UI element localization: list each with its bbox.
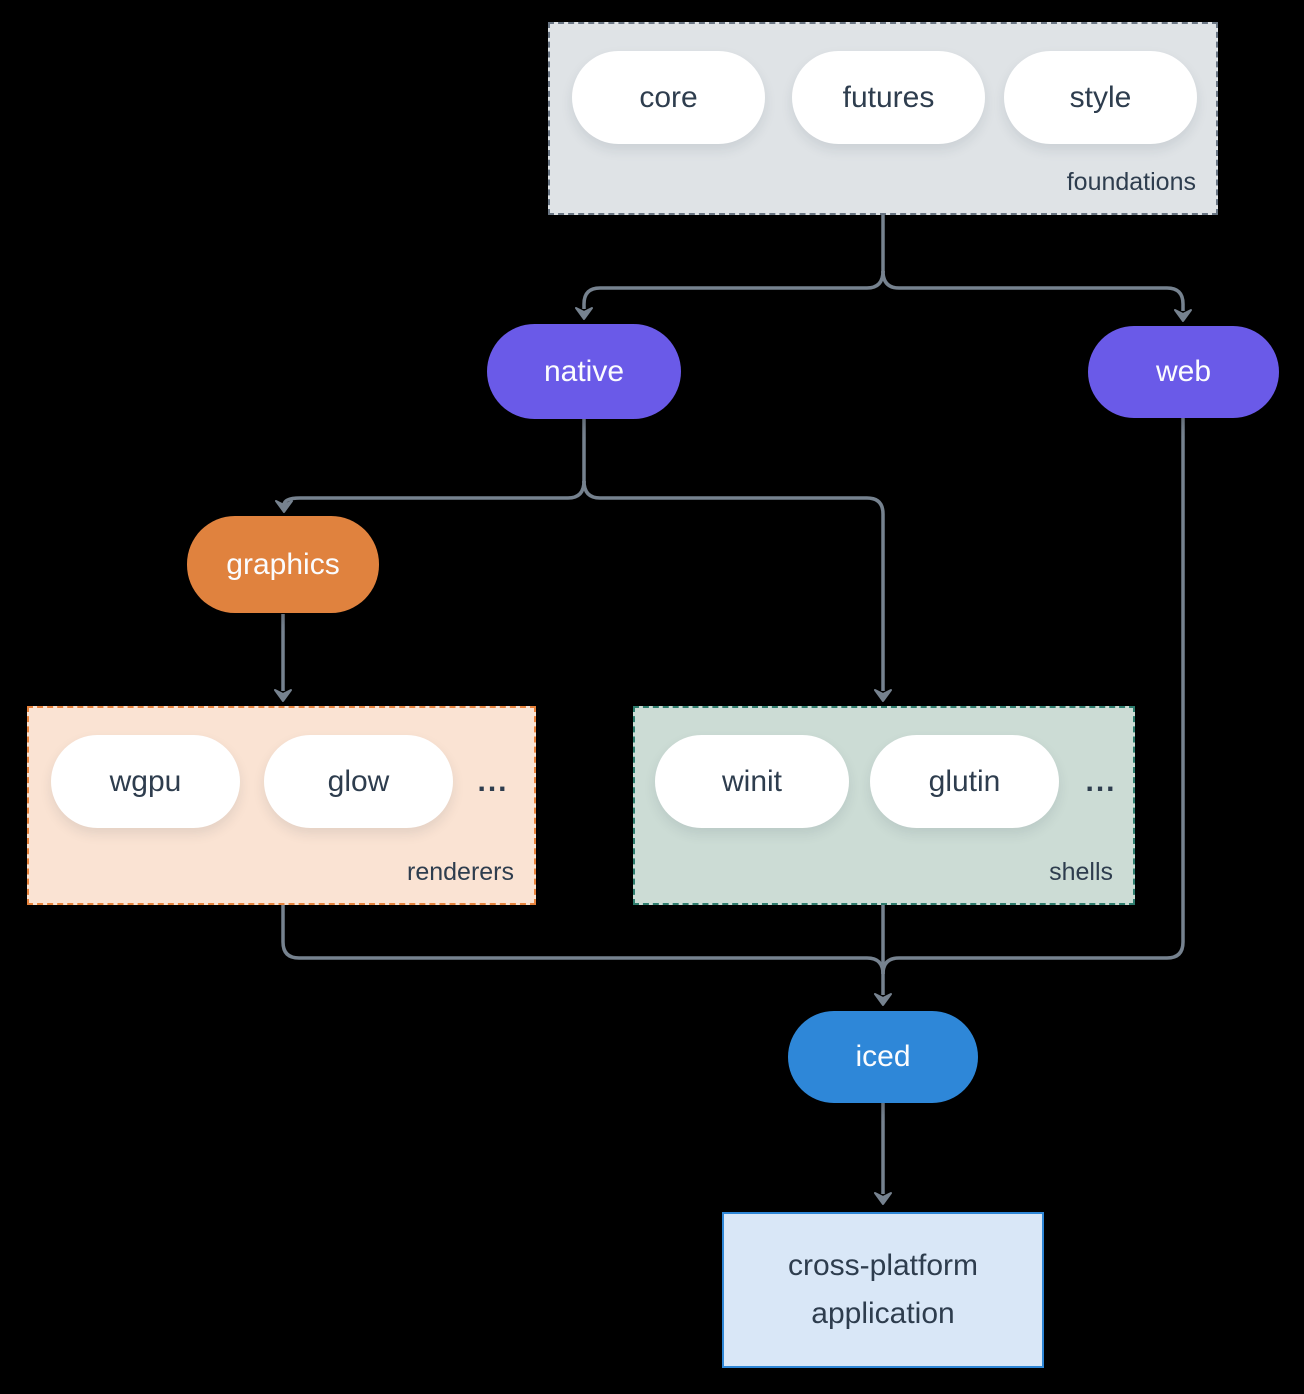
node-futures: futures bbox=[792, 51, 985, 144]
edge-foundations-web bbox=[881, 270, 1185, 311]
node-core: core bbox=[572, 51, 765, 144]
node-iced: iced bbox=[788, 1011, 978, 1103]
foundations-label: foundations bbox=[1066, 168, 1196, 196]
shells-label: shells bbox=[1049, 858, 1113, 886]
shells-ellipsis: ... bbox=[1085, 764, 1117, 798]
node-web: web bbox=[1088, 326, 1279, 418]
node-graphics: graphics bbox=[187, 516, 379, 613]
edge-renderers-merge bbox=[281, 903, 885, 975]
renderers-group: wgpu glow ... renderers bbox=[27, 706, 536, 905]
renderers-label: renderers bbox=[407, 858, 514, 886]
arrowhead-shells bbox=[874, 689, 892, 702]
node-native: native bbox=[487, 324, 681, 419]
application-line-2: application bbox=[811, 1297, 955, 1330]
edge-web-merge bbox=[881, 416, 1185, 975]
arrowhead-application bbox=[874, 1192, 892, 1205]
edge-foundations-native bbox=[582, 270, 885, 309]
arrowhead-native bbox=[575, 307, 593, 320]
arrowhead-web bbox=[1174, 309, 1192, 322]
shells-group: winit glutin ... shells bbox=[633, 706, 1135, 905]
edge-native-graphics bbox=[282, 480, 586, 506]
foundations-group: core futures style foundations bbox=[548, 22, 1218, 215]
arrowhead-renderers bbox=[274, 689, 292, 702]
application-box: cross-platform application bbox=[722, 1212, 1044, 1368]
node-winit: winit bbox=[655, 735, 849, 828]
node-glutin: glutin bbox=[870, 735, 1059, 828]
application-line-1: cross-platform bbox=[787, 1249, 979, 1282]
arrowhead-iced bbox=[874, 993, 892, 1006]
edge-native-shells bbox=[582, 480, 885, 691]
node-glow: glow bbox=[264, 735, 453, 828]
node-wgpu: wgpu bbox=[51, 735, 240, 828]
node-style: style bbox=[1004, 51, 1197, 144]
arrowhead-graphics bbox=[275, 500, 293, 513]
renderers-ellipsis: ... bbox=[477, 764, 509, 798]
